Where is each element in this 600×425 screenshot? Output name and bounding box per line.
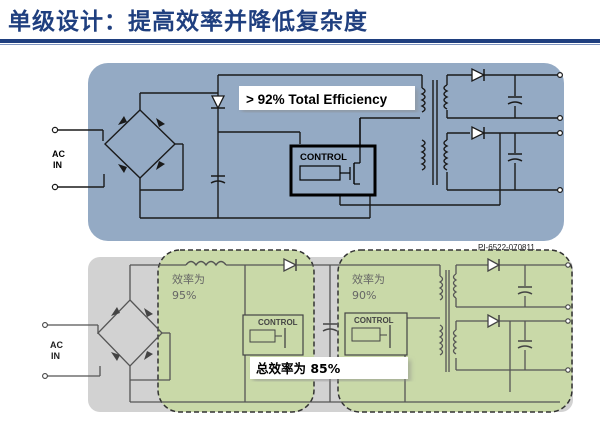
ac-terminal-bottom [51,183,59,191]
top-ac-label: AC [52,149,65,159]
title-divider [0,39,600,43]
total-efficiency-label: > 92% Total Efficiency [246,92,388,107]
stage2-efficiency-value: 90% [352,289,376,302]
ac-terminal-top [51,126,59,134]
total-efficiency-callout [250,357,408,379]
efficiency-callout [239,86,415,110]
ac-terminal-bottom-2 [42,373,48,379]
bottom-ac-label: AC [50,340,63,350]
slide-title: 单级设计：提高效率并降低复杂度 [8,9,368,35]
title-divider-thin [0,44,600,45]
stage1-efficiency-label: 效率为 [172,272,205,286]
ac-terminal-top-2 [42,322,48,328]
stage1-efficiency-value: 95% [172,289,196,302]
total-efficiency-text: 总效率为 85% [256,361,341,376]
single-stage-circuit: CONTROL > 92% Total Efficiency AC IN [51,63,564,241]
stage2-control-label: CONTROL [354,316,394,325]
stage2-efficiency-label: 效率为 [352,272,385,286]
figure-id: PI-6522-070811 [478,243,535,252]
top-control-label: CONTROL [300,152,347,163]
bottom-in-label: IN [51,351,60,361]
stage1-control-label: CONTROL [258,318,298,327]
two-stage-circuit: CONTROL CONTROL 效率为 95 [42,249,573,413]
top-in-label: IN [53,160,62,170]
